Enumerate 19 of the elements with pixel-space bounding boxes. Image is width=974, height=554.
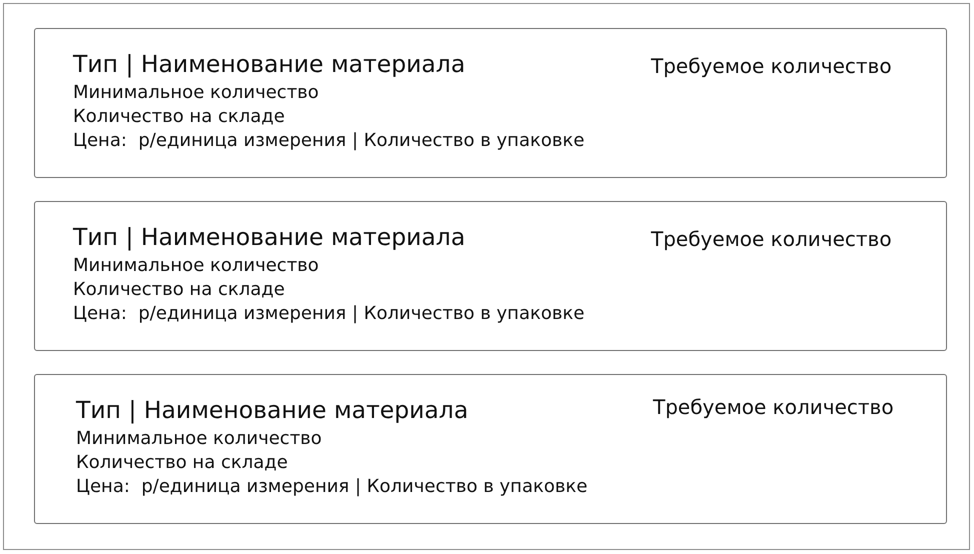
required-quantity-text: Требуемое количество [651, 227, 892, 251]
item-title: Тип | Наименование материала [73, 50, 466, 78]
required-quantity-text: Требуемое количество [651, 54, 892, 78]
page-frame [3, 3, 970, 550]
item-detail-text: Количество на складе [73, 278, 285, 302]
required-quantity-text: Требуемое количество [653, 395, 894, 419]
list-item-card [34, 201, 947, 351]
item-detail-text: Цена: р/единица измерения | Количество в упаковке [76, 475, 588, 499]
list-item-card [34, 374, 947, 524]
item-title: Тип | Наименование материала [73, 223, 466, 251]
item-detail-text: Минимальное количество [76, 427, 322, 451]
item-detail-text: Цена: р/единица измерения | Количество в упаковке [73, 129, 584, 153]
item-detail-text: Количество на складе [76, 451, 288, 475]
item-title: Тип | Наименование материала [76, 396, 468, 424]
item-detail-text: Минимальное количество [73, 254, 319, 278]
item-detail-text: Минимальное количество [73, 81, 319, 105]
list-item-card [34, 28, 947, 178]
item-detail-text: Цена: р/единица измерения | Количество в упаковке [73, 302, 584, 326]
item-detail-text: Количество на складе [73, 105, 285, 129]
